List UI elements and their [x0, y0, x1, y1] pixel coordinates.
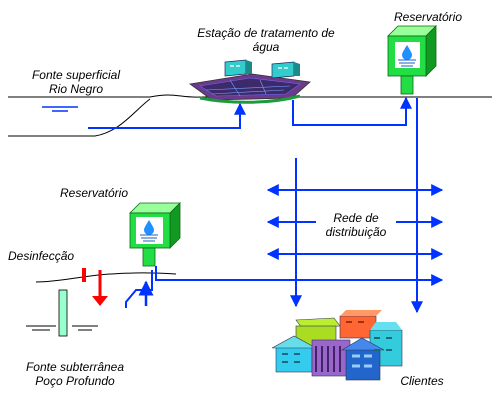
- well-casing-icon: [58, 289, 68, 337]
- surface-source-label-line2: Rio Negro: [48, 82, 104, 96]
- reservoir-top-label: Reservatório: [393, 10, 463, 24]
- surface-source-label: Fonte superficial Rio Negro: [16, 68, 136, 96]
- clients-label: Clientes: [400, 374, 444, 388]
- treatment-station-label: Estação de tratamento de água: [186, 26, 346, 54]
- treatment-station-label-line1: Estação de tratamento de: [197, 26, 335, 40]
- pipe-plant-to-reservoir: [292, 96, 412, 126]
- underground-source-label: Fonte subterrânea Poço Profundo: [20, 360, 130, 388]
- surface-source-label-line1: Fonte superficial: [31, 68, 121, 82]
- pipe-well-to-reservoir: [125, 270, 153, 308]
- reservoir-mid-icon: [129, 202, 181, 267]
- treatment-plant-icon: [188, 59, 311, 104]
- reservoir-top-icon: [387, 25, 437, 95]
- ground-line: [8, 94, 492, 98]
- disinfection-arrow-icon: [82, 268, 108, 306]
- distribution-network-label: Rede de distribuição: [316, 211, 396, 239]
- pipe-reservoir-to-network: [155, 266, 444, 286]
- disinfection-label: Desinfecção: [8, 249, 75, 263]
- treatment-station-label-line2: água: [252, 40, 280, 54]
- river-water-mark: [42, 106, 78, 112]
- houses-cluster-icon: [271, 310, 403, 381]
- underground-source-label-line1: Fonte subterrânea: [25, 360, 125, 374]
- reservoir-mid-label: Reservatório: [59, 186, 129, 200]
- aquifer-water-marks: [26, 325, 98, 331]
- distribution-label-line2: distribuição: [325, 225, 387, 239]
- underground-source-label-line2: Poço Profundo: [35, 374, 115, 388]
- pipe-river-to-plant: [88, 102, 246, 129]
- distribution-label-line1: Rede de: [333, 211, 379, 225]
- distribution-network: [266, 158, 444, 308]
- river-bank-line: [8, 98, 151, 137]
